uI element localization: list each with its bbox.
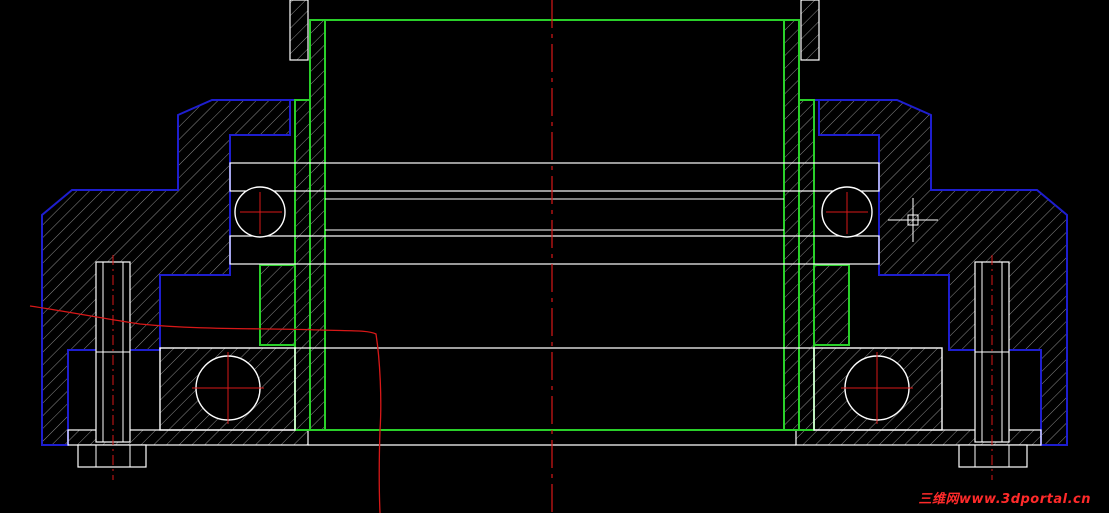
ball-bearing-lower-right [813, 347, 943, 431]
hand-annotation-line [29, 305, 382, 513]
housing-right [804, 99, 1068, 446]
crosshair-cursor-icon[interactable] [888, 198, 938, 242]
bolt-left [77, 255, 147, 480]
shaft-sleeve [259, 19, 850, 431]
bolt-right [958, 255, 1028, 480]
top-flange [289, 0, 820, 61]
ball-bearing-lower-left [159, 347, 296, 431]
housing-left [41, 99, 305, 446]
thrust-bearing-upper [229, 162, 880, 265]
watermark-text: 三维网www.3dportal.cn [918, 492, 1091, 507]
